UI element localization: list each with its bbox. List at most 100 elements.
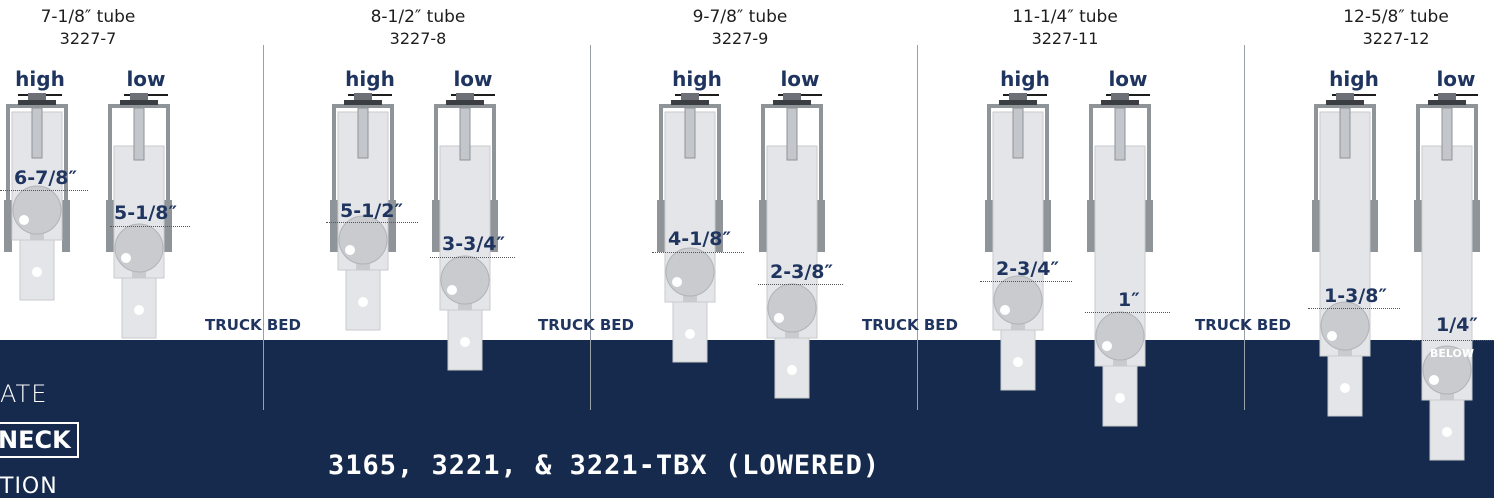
group-divider: [590, 45, 591, 410]
tube-slot: [1043, 200, 1051, 252]
truck-bed-label: TRUCK BED: [862, 316, 958, 334]
part-number: 3227-11: [1031, 29, 1099, 48]
low-height-measure: 5-1/8″: [114, 202, 177, 224]
tube-slot: [1312, 200, 1320, 252]
hitch-ball: [12, 185, 62, 235]
top-plate: [18, 100, 56, 105]
high-hitch-assembly: [4, 93, 70, 301]
ball-highlight: [1327, 331, 1337, 341]
shank-pin: [32, 267, 42, 277]
tube-slot: [817, 200, 825, 252]
tube-slot: [1087, 200, 1095, 252]
measure-line: [1308, 308, 1400, 309]
tube-slot: [62, 200, 70, 252]
promo-line-3: TION: [0, 474, 58, 498]
hitch-ball: [440, 255, 490, 305]
high-hitch-assembly: [330, 93, 396, 331]
receiver-tube: [1314, 104, 1376, 250]
measure-line: [758, 284, 843, 285]
tube-slot: [1370, 200, 1378, 252]
tube-slot: [715, 200, 723, 252]
shank: [1327, 355, 1363, 417]
top-plate: [446, 100, 484, 105]
bolt-head: [783, 93, 801, 100]
high-height-measure: 6-7/8″: [14, 167, 77, 189]
high-hitch-assembly: [985, 93, 1051, 391]
threaded-bolt: [133, 107, 145, 161]
truck-bed-label: TRUCK BED: [538, 316, 634, 334]
tube-slot: [330, 200, 338, 252]
bolt-head: [130, 93, 148, 100]
hitch-ball: [767, 283, 817, 333]
tube-slot: [657, 200, 665, 252]
tube-slot: [1472, 200, 1480, 252]
top-plate: [344, 100, 382, 105]
hitch-ball: [1095, 311, 1145, 361]
tube-header: 12-5/8″ tube 3227-12: [1296, 6, 1494, 50]
tube-size: 9-7/8″ tube: [692, 7, 788, 27]
measure-line: [110, 226, 190, 227]
receiver-tube: [6, 104, 68, 250]
truck-bed-label: TRUCK BED: [1195, 316, 1291, 334]
tube-slot: [490, 200, 498, 252]
low-hitch-assembly: [1087, 93, 1153, 427]
threaded-bolt: [31, 107, 43, 159]
top-plate: [999, 100, 1037, 105]
tube-slot: [1145, 200, 1153, 252]
receiver-tube: [1416, 104, 1478, 250]
hitch-ball: [114, 223, 164, 273]
tube-header: 11-1/4″ tube 3227-11: [965, 6, 1165, 50]
measure-line: [980, 281, 1072, 282]
shank-pin: [358, 297, 368, 307]
receiver-tube: [987, 104, 1049, 250]
part-number: 3227-7: [59, 29, 117, 48]
hitch-ball: [338, 215, 388, 265]
low-hitch-assembly: [759, 93, 825, 399]
top-plate: [120, 100, 158, 105]
receiver-tube: [108, 104, 170, 250]
top-plate: [1428, 100, 1466, 105]
tube-slot: [759, 200, 767, 252]
measure-line: [0, 190, 88, 191]
ball-highlight: [774, 313, 784, 323]
low-hitch-assembly: [432, 93, 498, 371]
bolt-head: [28, 93, 46, 100]
high-height-measure: 4-1/8″: [668, 228, 731, 250]
hitch-ball: [1320, 301, 1370, 351]
ball-highlight: [1000, 305, 1010, 315]
bolt-head: [1111, 93, 1129, 100]
ball-highlight: [1429, 375, 1439, 385]
high-height-measure: 5-1/2″: [340, 200, 403, 222]
top-plate: [773, 100, 811, 105]
truck-bed-panel: [0, 340, 1494, 498]
tube-size: 12-5/8″ tube: [1343, 7, 1449, 27]
threaded-bolt: [1114, 107, 1126, 161]
measure-line: [1412, 340, 1494, 341]
shank-pin: [1115, 393, 1125, 403]
shank-pin: [460, 337, 470, 347]
high-hitch-assembly: [657, 93, 723, 363]
receiver-tube: [332, 104, 394, 250]
threaded-bolt: [684, 107, 696, 159]
tube-size: 8-1/2″ tube: [370, 7, 466, 27]
ball-highlight: [672, 277, 682, 287]
shank: [1102, 365, 1138, 427]
bolt-head: [681, 93, 699, 100]
low-height-measure: 1″: [1118, 289, 1140, 311]
low-hitch-assembly: [106, 93, 172, 339]
shank-pin: [685, 329, 695, 339]
tube-header: 7-1/8″ tube 3227-7: [0, 6, 188, 50]
tube-header: 8-1/2″ tube 3227-8: [318, 6, 518, 50]
promo-line-1: ATE: [0, 380, 48, 408]
below-note: BELOW: [1430, 347, 1474, 360]
bolt-head: [1438, 93, 1456, 100]
threaded-bolt: [1012, 107, 1024, 159]
measure-line: [1085, 312, 1170, 313]
ball-highlight: [447, 285, 457, 295]
receiver-tube: [434, 104, 496, 250]
part-number: 3227-9: [711, 29, 769, 48]
tube-size: 7-1/8″ tube: [40, 7, 136, 27]
measure-line: [326, 222, 418, 223]
ball-highlight: [345, 245, 355, 255]
shank-pin: [1442, 427, 1452, 437]
